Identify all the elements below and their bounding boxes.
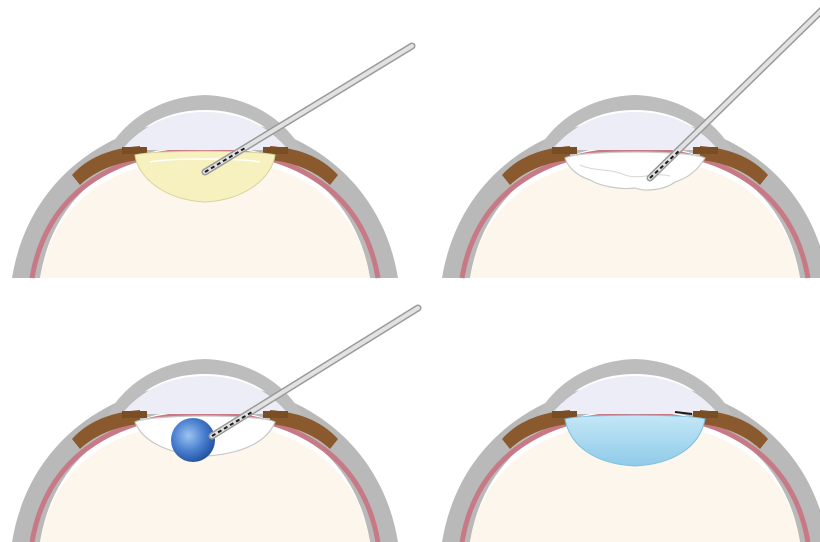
panel-incision xyxy=(12,46,412,278)
eye-cross-section-icon xyxy=(12,95,398,278)
lens-nucleus xyxy=(171,418,215,462)
panel-iol-implant xyxy=(442,359,820,542)
eye-cross-section-icon xyxy=(442,95,820,278)
eye-cross-section-icon xyxy=(12,359,398,542)
panel-capsulorhexis xyxy=(442,10,820,278)
panel-phacoemulsification xyxy=(12,308,418,542)
eye-cross-section-icon xyxy=(442,359,820,542)
